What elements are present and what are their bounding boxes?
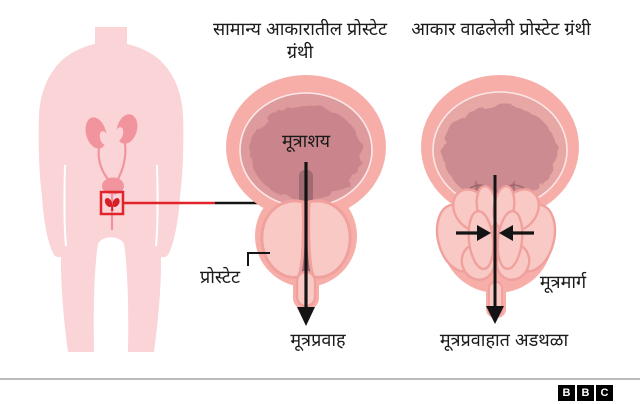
prostate-lobe-right (307, 199, 352, 279)
flow-arrowhead-right (486, 306, 504, 324)
flow-arrowhead-left (297, 307, 315, 326)
locator-box (99, 190, 125, 216)
bbc-logo-block-3: C (596, 385, 613, 401)
bladder-icon (102, 177, 124, 195)
enlarged-prostate-diagram (421, 75, 579, 324)
arm-gap-right (155, 164, 159, 247)
right-panel-title: आकार वाढलेली प्रोस्टेट ग्रंथी (411, 19, 591, 39)
lobe (496, 209, 524, 271)
kidney-right-notch (114, 127, 124, 141)
urethra-label: मूत्रमार्ग (539, 272, 587, 292)
bbc-logo-block-2: B (577, 385, 594, 401)
footer-divider (0, 378, 640, 380)
prostate-icon-left-lobe (104, 198, 113, 207)
bbc-logo-block-1: B (558, 385, 575, 401)
kidney-left-notch (99, 131, 109, 145)
squeeze-arrow-right-head (499, 225, 513, 241)
bladder-interior-right (443, 105, 557, 201)
bladder-label: मूत्राशय (281, 131, 331, 151)
bladder-interior-left (250, 106, 362, 200)
urine-flow-label: मूत्रप्रवाह (290, 330, 346, 350)
body-silhouette-group (38, 27, 259, 352)
left-panel-title: सामान्य आकारातील प्रोस्टेट ग्रंथी (212, 19, 388, 63)
prostate-label: प्रोस्टेट (199, 267, 241, 287)
squeeze-arrow-left-head (477, 225, 491, 241)
prostate-icon-right-lobe (112, 198, 120, 207)
prostate-label-connector (247, 252, 270, 266)
prostate-lobe-left (260, 199, 305, 279)
obstruction-label: मूत्रप्रवाहात अडथळा (439, 330, 569, 350)
arm-gap-left (63, 164, 67, 247)
enlarged-lobes (435, 184, 557, 281)
normal-prostate-diagram (226, 75, 386, 326)
bbc-logo: B B C (558, 385, 613, 401)
lobe (467, 209, 495, 271)
